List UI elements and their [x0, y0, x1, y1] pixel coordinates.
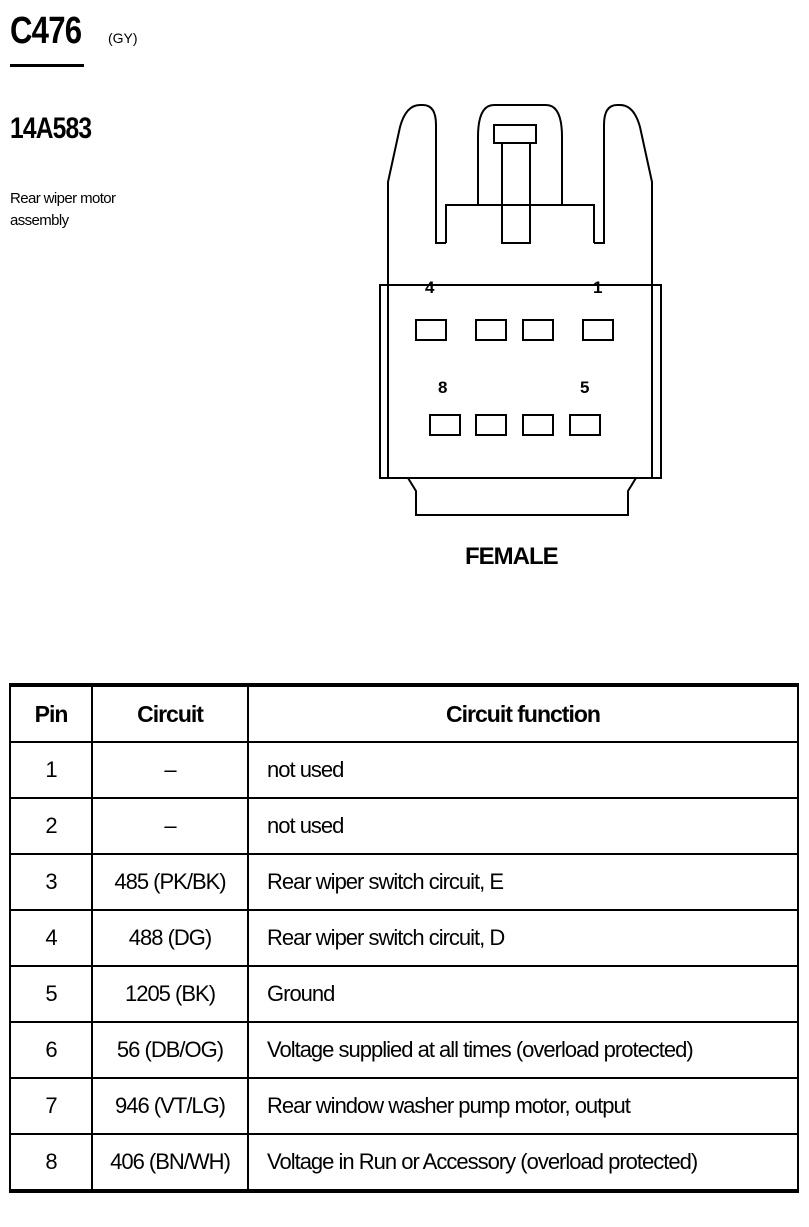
- connector-id: C476: [10, 10, 82, 52]
- cell-function: not used: [247, 797, 799, 855]
- cell-pin: 2: [9, 797, 93, 855]
- cell-circuit: 485 (PK/BK): [91, 853, 249, 911]
- table-header-row: Pin Circuit Circuit function: [9, 683, 799, 743]
- table-row: 4 488 (DG) Rear wiper switch circuit, D: [9, 909, 799, 967]
- connector-latch: [477, 104, 563, 205]
- header-circuit: Circuit: [91, 683, 249, 743]
- table-row: 3 485 (PK/BK) Rear wiper switch circuit,…: [9, 853, 799, 911]
- component-description: Rear wiper motor assembly: [10, 190, 116, 229]
- table-row: 5 1205 (BK) Ground: [9, 965, 799, 1023]
- table-row: 1 – not used: [9, 741, 799, 799]
- cell-pin: 6: [9, 1021, 93, 1079]
- color-code: (GY): [108, 30, 138, 46]
- connector-bottom-lip: [407, 477, 637, 516]
- cell-circuit: 406 (BN/WH): [91, 1133, 249, 1193]
- connector-housing: [380, 104, 446, 286]
- table-row: 6 56 (DB/OG) Voltage supplied at all tim…: [9, 1021, 799, 1079]
- terminal-8: [429, 414, 461, 436]
- terminal-2: [522, 319, 554, 341]
- title-underline: [10, 64, 84, 67]
- cell-pin: 8: [9, 1133, 93, 1193]
- header-pin: Pin: [9, 683, 93, 743]
- connector-face-diagram: 4 1 8 5: [379, 104, 662, 516]
- pin-label-8: 8: [438, 378, 447, 397]
- table-row: 2 – not used: [9, 797, 799, 855]
- cell-function: not used: [247, 741, 799, 799]
- cell-function: Ground: [247, 965, 799, 1023]
- terminal-5: [569, 414, 601, 436]
- cell-circuit: 488 (DG): [91, 909, 249, 967]
- cell-function: Rear wiper switch circuit, E: [247, 853, 799, 911]
- terminal-4: [415, 319, 447, 341]
- connector-gender-label: FEMALE: [465, 543, 559, 570]
- pin-label-4: 4: [425, 278, 435, 297]
- cell-circuit: –: [91, 741, 249, 799]
- terminal-3: [475, 319, 507, 341]
- cell-function: Voltage supplied at all times (overload …: [247, 1021, 799, 1079]
- cell-pin: 3: [9, 853, 93, 911]
- cell-pin: 7: [9, 1077, 93, 1135]
- table-row: 8 406 (BN/WH) Voltage in Run or Accessor…: [9, 1133, 799, 1193]
- table-row: 7 946 (VT/LG) Rear window washer pump mo…: [9, 1077, 799, 1135]
- cell-circuit: 946 (VT/LG): [91, 1077, 249, 1135]
- header-circuit-function: Circuit function: [247, 683, 799, 743]
- part-number: 14A583: [10, 112, 92, 145]
- connector-body: [379, 284, 662, 479]
- cell-circuit: –: [91, 797, 249, 855]
- pin-label-1: 1: [593, 278, 602, 297]
- cell-pin: 4: [9, 909, 93, 967]
- cell-circuit: 1205 (BK): [91, 965, 249, 1023]
- cell-pin: 1: [9, 741, 93, 799]
- cell-function: Voltage in Run or Accessory (overload pr…: [247, 1133, 799, 1193]
- terminal-6: [522, 414, 554, 436]
- pin-label-5: 5: [580, 378, 589, 397]
- cell-circuit: 56 (DB/OG): [91, 1021, 249, 1079]
- pinout-table: Pin Circuit Circuit function 1 – not use…: [9, 683, 799, 1193]
- cell-function: Rear wiper switch circuit, D: [247, 909, 799, 967]
- cell-function: Rear window washer pump motor, output: [247, 1077, 799, 1135]
- terminal-1: [582, 319, 614, 341]
- cell-pin: 5: [9, 965, 93, 1023]
- terminal-7: [475, 414, 507, 436]
